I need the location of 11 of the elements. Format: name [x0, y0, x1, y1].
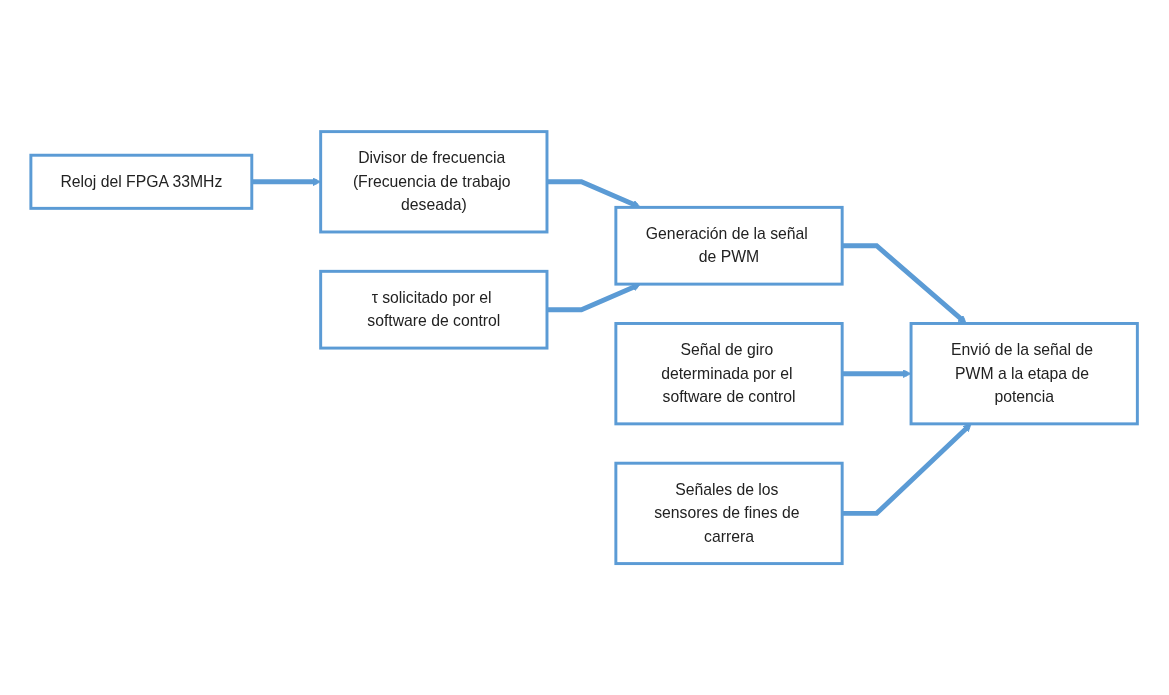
arrow: [252, 177, 322, 187]
node-box: Señales de los sensores de fines de carrera: [614, 461, 845, 565]
node-box: Divisor de frecuencia (Frecuencia de trabajo deseada): [319, 130, 549, 234]
node-box: Reloj del FPGA 33MHz: [29, 153, 254, 210]
node-box: τ solicitado por el software de control: [319, 269, 549, 350]
node-box: Señal de giro determinada por el software de control: [614, 321, 845, 426]
arrow: [842, 423, 972, 516]
arrow: [842, 369, 912, 378]
arrow: [842, 243, 968, 324]
node-box: Generación de la señal de PWM: [614, 205, 845, 286]
node-box: Envió de la señal de PWM a la etapa de potencia: [909, 321, 1140, 426]
